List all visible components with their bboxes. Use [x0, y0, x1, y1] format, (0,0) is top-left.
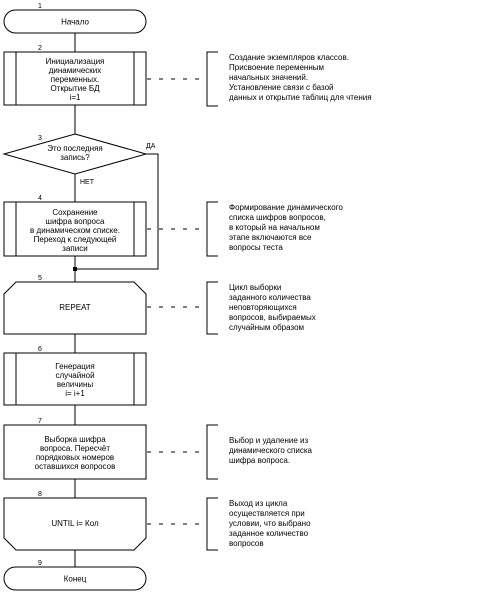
- comment-2-line-3: в который на начальном: [229, 223, 320, 232]
- step-7-line-4: оставшихся вопросов: [35, 462, 116, 471]
- arrow-3-yes-bypass: [75, 153, 159, 270]
- comment-2-line-4: этапе включаются все: [229, 233, 312, 242]
- step-5-repeat-loop-start: 5 REPEAT: [3, 275, 147, 335]
- comment-3-line-5: случайным образом: [229, 323, 304, 332]
- decision-yes-label: ДА: [146, 143, 156, 150]
- step-2-line-5: i=1: [70, 93, 81, 102]
- comment-5-line-4: заданное количество: [229, 529, 309, 538]
- step-4-line-2: шифра вопроса: [46, 217, 105, 226]
- step-1-number: 1: [38, 3, 42, 10]
- step-5-number: 5: [38, 275, 42, 282]
- step-9-end-terminal: 9 Конец: [3, 560, 147, 591]
- comment-1-line-4: Установление связи с базой: [229, 83, 334, 92]
- step-6-line-4: i= i+1: [65, 389, 85, 398]
- step-6-line-3: величины: [57, 380, 94, 389]
- step-8-number: 8: [38, 491, 42, 498]
- step-8-until-loop-end: 8 UNTIL i= Кол: [3, 491, 147, 551]
- connectors: [73, 33, 159, 567]
- comment-2-line-5: вопросы теста: [229, 243, 283, 252]
- comment-brackets: [206, 51, 218, 551]
- step-7-select-process: 7 Выборка шифра вопроса. Пересчёт порядк…: [3, 418, 147, 480]
- step-2-line-4: Открытие БД: [50, 84, 100, 93]
- step-4-line-3: в динамическом списке.: [30, 226, 120, 235]
- step-7-line-3: порядковых номеров: [36, 453, 114, 462]
- step-2-line-2: динамических: [49, 66, 102, 75]
- comment-3-line-1: Цикл выборки: [229, 283, 281, 292]
- comment-1-line-1: Создание экземпляров классов.: [229, 53, 349, 62]
- step-7-line-2: вопроса. Пересчёт: [40, 444, 110, 453]
- comment-3-line-3: неповторяющихся: [229, 303, 297, 312]
- comment-leaders: [147, 78, 203, 525]
- comment-4-line-2: динамического списка: [229, 446, 313, 455]
- comment-5-line-5: вопросов: [229, 539, 264, 548]
- step-7-line-1: Выборка шифра: [44, 435, 106, 444]
- comment-5-line-3: условии, что выбрано: [229, 519, 311, 528]
- comment-1-line-2: Присвоение переменным: [229, 63, 324, 72]
- comment-3-line-2: заданного количества: [229, 293, 311, 302]
- step-8-label: UNTIL i= Кол: [51, 519, 99, 528]
- step-9-label: Конец: [64, 575, 87, 584]
- step-2-line-1: Инициализация: [46, 57, 105, 66]
- step-5-label: REPEAT: [59, 303, 91, 312]
- comment-4: Выбор и удаление из динамического списка…: [229, 436, 313, 465]
- step-2-line-3: переменных.: [51, 75, 99, 84]
- step-4-line-4: Переход к следующей: [34, 235, 117, 244]
- step-1-start-terminal: Начало 1: [3, 3, 147, 34]
- step-4-line-5: записи: [62, 244, 87, 253]
- step-6-line-2: случайной: [55, 371, 94, 380]
- comment-4-line-1: Выбор и удаление из: [229, 436, 308, 445]
- step-3-number: 3: [38, 135, 42, 142]
- comment-1-line-3: начальных значений.: [229, 73, 308, 82]
- step-2-number: 2: [38, 45, 42, 52]
- comment-3-line-4: вопросов, выбираемых: [229, 313, 316, 322]
- comment-2-line-1: Формирование динамического: [229, 203, 343, 212]
- comment-5-line-1: Выход из цикла: [229, 499, 288, 508]
- step-4-number: 4: [38, 195, 42, 202]
- step-9-number: 9: [38, 560, 42, 567]
- comment-1-line-5: данных и открытие таблиц для чтения: [229, 93, 372, 102]
- comment-4-line-3: шифра вопроса.: [229, 456, 290, 465]
- step-3-line-2: запись?: [60, 153, 90, 162]
- comment-2-line-2: списка шифров вопросов,: [229, 213, 326, 222]
- step-1-label: Начало: [61, 18, 89, 27]
- step-3-decision: 3 Это последняя запись? ДА НЕТ: [2, 133, 156, 186]
- comment-5-line-2: осуществляется при: [229, 509, 305, 518]
- comment-1: Создание экземпляров классов. Присвоение…: [229, 53, 372, 102]
- step-4-save-process: 4 Сохранение шифра вопроса в динамическо…: [3, 195, 147, 257]
- step-3-line-1: Это последняя: [47, 144, 102, 153]
- step-2-init-process: 2 Инициализация динамических переменных.…: [3, 45, 147, 106]
- comment-3: Цикл выборки заданного количества неповт…: [229, 283, 316, 332]
- step-6-random-process: 6 Генерация случайной величины i= i+1: [3, 346, 147, 406]
- comment-2: Формирование динамического списка шифров…: [229, 203, 343, 252]
- step-7-number: 7: [38, 418, 42, 425]
- step-6-line-1: Генерация: [55, 362, 94, 371]
- decision-no-label: НЕТ: [80, 179, 95, 186]
- step-6-number: 6: [38, 346, 42, 353]
- step-4-line-1: Сохранение: [52, 208, 98, 217]
- comment-5: Выход из цикла осуществляется при услови…: [229, 499, 311, 548]
